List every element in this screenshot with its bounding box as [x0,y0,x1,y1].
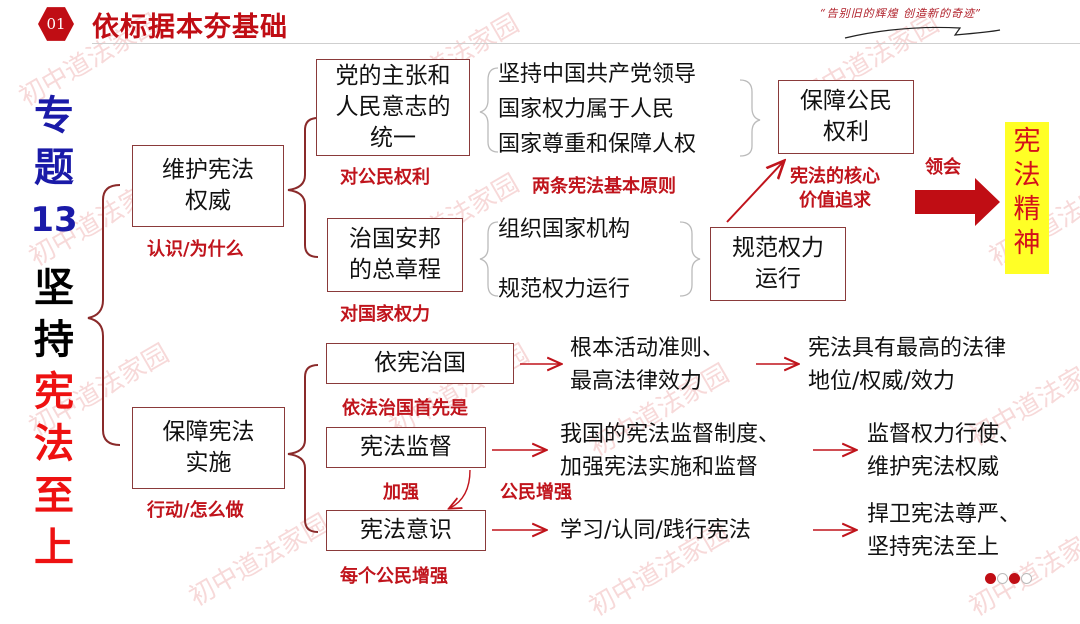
principles-label: 两条宪法基本原则 [532,176,676,197]
rule-result-text: 宪法具有最高的法律 地位/权威/效力 [808,336,1007,394]
page-title: 依标据本夯基础 [92,12,288,43]
strengthen-label: 加强 [383,482,419,503]
page-dot[interactable] [985,573,996,584]
page-dot[interactable] [997,573,1008,584]
constitution-supervision-box: 宪法监督 [326,427,486,468]
constitution-awareness-box: 宪法意识 [326,510,486,551]
comprehend-label: 领会 [925,157,961,178]
slogan: “告别旧的辉煌 创造新的奇迹” [820,7,982,20]
principle-item: 国家权力属于人民 [498,97,675,122]
awareness-middle-text: 学习/认同/践行宪法 [560,518,751,543]
rule-by-constitution-box: 依宪治国 [326,343,514,384]
header-divider [92,43,1080,44]
diagram-connectors [87,67,1000,608]
rule-by-constitution-label: 依法治国首先是 [342,398,468,419]
section-number-badge: 01 [38,7,74,41]
ensure-implementation-box: 保障宪法 实施 [132,407,285,489]
constitution-spirit-box: 宪 法 精 神 [1005,122,1049,274]
protect-rights-box: 保障公民 权利 [778,80,914,154]
party-people-unity-box: 党的主张和 人民意志的 统一 [316,59,470,156]
principle-item: 国家尊重和保障人权 [498,132,697,157]
theme-title-black: 坚 持 [34,265,74,363]
supervision-middle-text: 我国的宪法监督制度、 加强宪法实施和监督 [560,422,781,480]
section-number: 01 [46,15,66,33]
pagination-dots [985,573,1032,584]
awareness-label: 每个公民增强 [340,566,448,587]
core-value-label: 宪法的核心 价值追求 [790,166,880,211]
page-dot[interactable] [1009,573,1020,584]
page-dot[interactable] [1021,573,1032,584]
maintain-authority-box: 维护宪法 权威 [132,145,284,227]
citizen-rights-label: 对公民权利 [340,167,430,188]
theme-title-red: 宪 法 至 上 [34,369,74,571]
principle-item: 坚持中国共产党领导 [498,62,697,87]
ensure-implementation-label: 行动/怎么做 [147,500,244,521]
regulate-power-box: 规范权力 运行 [710,227,846,301]
slogan-swoosh-icon [844,26,1001,39]
citizens-strengthen-label: 公民增强 [500,482,572,503]
maintain-authority-label: 认识/为什么 [147,239,244,260]
topic-label: 专 题 13 [30,93,78,240]
power-item: 组织国家机构 [498,217,631,242]
awareness-result-text: 捍卫宪法尊严、 坚持宪法至上 [867,502,1022,560]
power-item: 规范权力运行 [498,277,631,302]
rule-middle-text: 根本活动准则、 最高法律效力 [570,336,725,394]
supervision-result-text: 监督权力行使、 维护宪法权威 [867,422,1022,480]
governance-charter-box: 治国安邦 的总章程 [327,218,463,292]
state-power-label: 对国家权力 [340,304,430,325]
